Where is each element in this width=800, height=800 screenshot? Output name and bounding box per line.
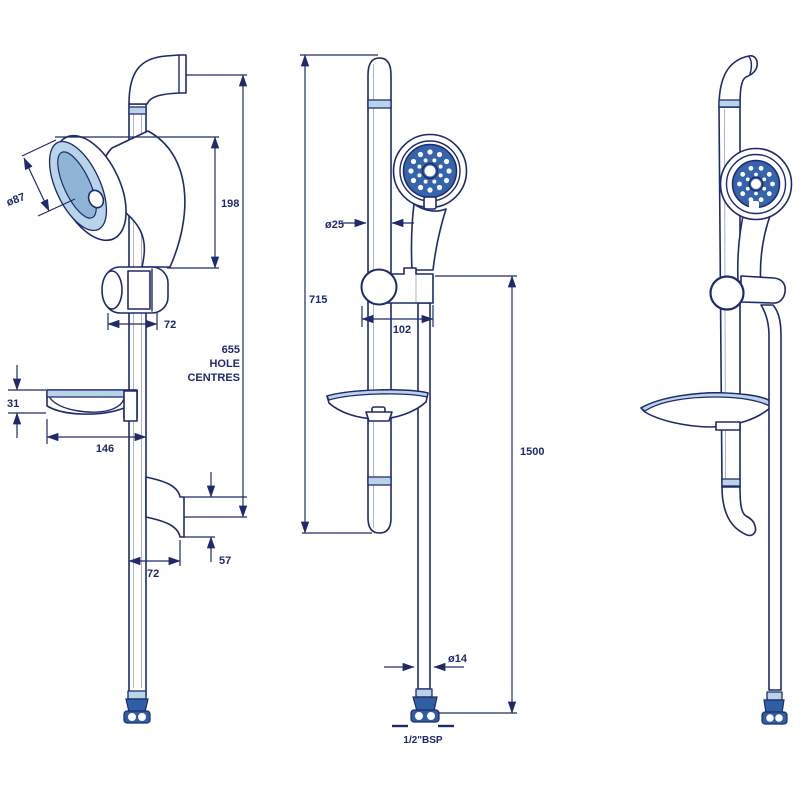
soap-dish-side xyxy=(46,389,138,422)
dim-hose-thread-label: 1/2"BSP xyxy=(403,735,443,746)
spray-center-ring-3d xyxy=(748,176,764,192)
dish-clamp-front xyxy=(365,411,393,422)
handset-head-3d xyxy=(719,147,793,221)
shower-hose-front xyxy=(417,302,431,690)
rail-holder-side xyxy=(101,266,169,314)
rail-holder-3d xyxy=(709,275,786,311)
hose-connector-3d xyxy=(761,691,788,725)
wall-elbow-top-3d xyxy=(718,55,758,108)
dim-hose-length-label: 1500 xyxy=(520,446,544,458)
handset-head-front xyxy=(392,133,468,210)
wall-bracket-bottom-3d xyxy=(721,486,757,537)
dim-hose-diameter-label: ø14 xyxy=(448,653,468,665)
head-pivot-tab-3d xyxy=(749,201,759,209)
hose-connector-side xyxy=(123,690,151,724)
dim-head-diameter-label: ø87 xyxy=(5,191,27,209)
dim-rail-diameter-label: ø25 xyxy=(325,219,344,231)
dim-bracket-height-label: 57 xyxy=(219,555,231,567)
dim-wall-offset-label: 72 xyxy=(147,568,159,580)
dish-clamp-side xyxy=(123,390,138,422)
spray-face-inner-side xyxy=(57,151,97,219)
dish-clamp-3d xyxy=(715,421,741,431)
spray-nozzles-3d xyxy=(737,165,775,203)
dim-hole-centres-word2: CENTRES xyxy=(187,372,240,384)
dim-holder-width-label: 72 xyxy=(164,319,176,331)
dim-head-to-holder-label: 198 xyxy=(221,198,239,210)
rail-joint-band xyxy=(128,106,147,115)
dim-hole-centres-value: 655 xyxy=(222,344,240,356)
spray-center-hole-3d xyxy=(751,179,761,189)
rail-holder-front xyxy=(360,267,434,306)
perspective-view xyxy=(640,55,793,725)
hose-connector-front xyxy=(410,688,440,723)
front-view-dimensions: 715 ø25 102 1500 ø14 1/2"BSP xyxy=(300,54,544,746)
side-view: ø87 198 655 HOLE CENTRES 72 31 xyxy=(5,54,248,724)
soap-dish-front xyxy=(326,389,429,422)
elbow-cap-line-3d xyxy=(748,56,753,75)
spray-center-ring xyxy=(421,162,439,180)
rail-joint-band-bottom xyxy=(367,476,392,486)
head-pivot-tab-front xyxy=(423,196,437,210)
soap-dish-3d xyxy=(640,392,772,431)
handset-handle-front xyxy=(410,203,447,271)
rail-joint-band-3d-bottom xyxy=(721,478,741,487)
wall-bracket-bottom-side xyxy=(145,476,185,538)
rail-joint-band-3d-top xyxy=(718,99,741,108)
dim-dish-height-label: 31 xyxy=(7,398,19,410)
rail-joint-band-top xyxy=(367,99,392,109)
handset-pivot-side xyxy=(87,189,105,209)
spray-center-hole xyxy=(424,165,436,177)
dim-hole-centres-word1: HOLE xyxy=(209,358,240,370)
dim-dish-length-label: 146 xyxy=(96,443,114,455)
dim-rail-length-label: 715 xyxy=(309,294,327,306)
wall-elbow-top-side xyxy=(128,54,187,105)
front-view: 715 ø25 102 1500 ø14 1/2"BSP xyxy=(300,54,544,746)
dim-holder-projection-label: 102 xyxy=(393,324,411,336)
shower-hose-3d xyxy=(760,304,782,691)
spray-nozzles-front xyxy=(408,149,452,193)
side-view-dimensions: ø87 198 655 HOLE CENTRES 72 31 xyxy=(5,74,248,580)
